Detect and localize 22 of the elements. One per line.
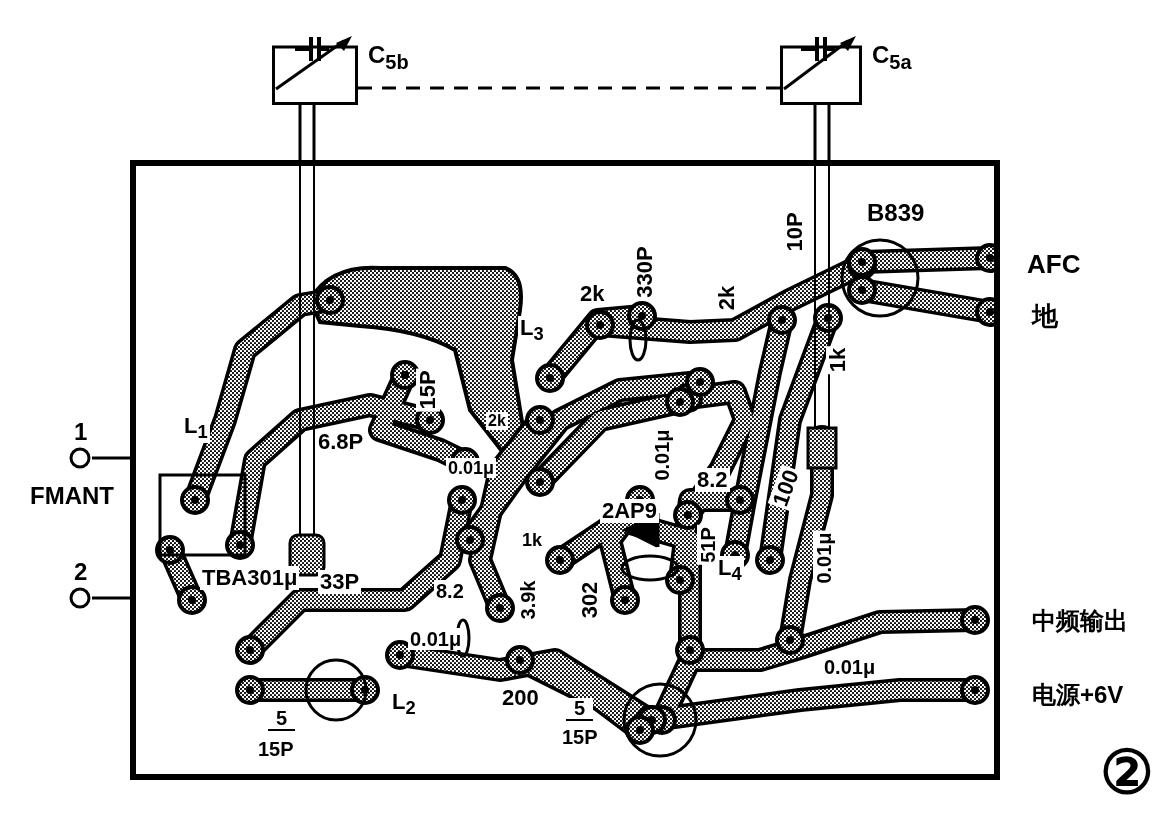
component-value: 5 <box>566 698 594 721</box>
connecting-wire <box>92 596 130 600</box>
connecting-wire <box>298 103 316 162</box>
gang-link-line <box>358 86 780 90</box>
component-value: 33P <box>318 570 362 594</box>
connecting-wire <box>813 103 831 162</box>
component-value: 0.01μ <box>813 530 835 586</box>
component-value: 0.01μ <box>446 458 497 478</box>
terminal-number: 1 <box>74 420 88 444</box>
component-label: C$_{5b}$ <box>368 43 409 72</box>
component-label: C$_{5a}$ <box>872 43 912 72</box>
component-value: 2AP9 <box>600 499 660 523</box>
connecting-wire <box>92 456 130 460</box>
component-value: 15P <box>416 368 440 412</box>
component-value: 2k <box>486 412 508 430</box>
component-value: 电源+6V <box>1030 682 1126 708</box>
component-value: TBA301μ <box>200 566 300 590</box>
component-value: 8.2 <box>695 468 730 492</box>
component-value: 5 <box>268 708 296 731</box>
terminal-number: 2 <box>74 560 88 584</box>
component-value: 地 <box>1030 302 1060 330</box>
component-value: 0.01μ <box>408 628 464 650</box>
